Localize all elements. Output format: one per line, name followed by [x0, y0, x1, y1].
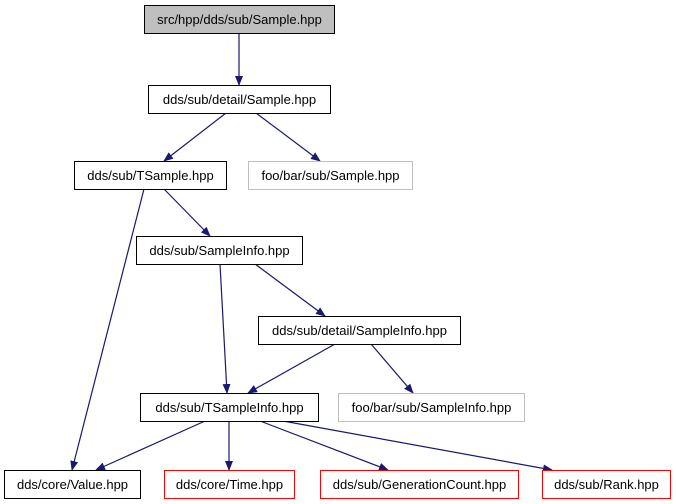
- node-label: dds/sub/Rank.hpp: [554, 477, 659, 492]
- node-box: [4, 470, 141, 499]
- edge-n4-n5: [254, 263, 326, 317]
- node-n8[interactable]: dds/core/Value.hpp: [4, 470, 141, 499]
- node-label: dds/sub/detail/Sample.hpp: [163, 92, 316, 107]
- node-box: [74, 161, 227, 190]
- node-label: dds/sub/TSample.hpp: [87, 168, 213, 183]
- edge-n5-n6: [247, 343, 336, 394]
- node-n1[interactable]: dds/sub/detail/Sample.hpp: [148, 85, 331, 114]
- node-n10[interactable]: dds/sub/GenerationCount.hpp: [320, 470, 519, 499]
- edge-n6-n8: [95, 420, 206, 471]
- edges-layer: [70, 33, 553, 473]
- node-box: [164, 470, 295, 499]
- node-box: [148, 85, 331, 114]
- node-n9[interactable]: dds/core/Time.hpp: [164, 470, 295, 499]
- node-label: dds/sub/GenerationCount.hpp: [333, 477, 506, 492]
- node-label: dds/core/Value.hpp: [17, 477, 128, 492]
- node-n0[interactable]: src/hpp/dds/sub/Sample.hpp: [144, 5, 335, 34]
- node-box: [144, 5, 335, 34]
- edge-n5-n7: [370, 343, 414, 394]
- node-box: [338, 393, 525, 422]
- node-box: [320, 470, 519, 499]
- node-label: dds/sub/SampleInfo.hpp: [149, 243, 289, 258]
- nodes-layer: src/hpp/dds/sub/Sample.hpp dds/sub/detail…: [4, 5, 671, 499]
- node-box: [140, 393, 319, 422]
- edge-n6-n11: [282, 420, 553, 473]
- node-n3[interactable]: foo/bar/sub/Sample.hpp: [248, 161, 413, 190]
- node-label: src/hpp/dds/sub/Sample.hpp: [157, 12, 322, 27]
- node-box: [248, 161, 413, 190]
- edge-n2-n4: [163, 188, 211, 237]
- edge-n2-n8: [70, 188, 145, 471]
- node-label: foo/bar/sub/Sample.hpp: [261, 168, 399, 183]
- node-n2[interactable]: dds/sub/TSample.hpp: [74, 161, 227, 190]
- node-n6[interactable]: dds/sub/TSampleInfo.hpp: [140, 393, 319, 422]
- node-label: dds/sub/detail/SampleInfo.hpp: [272, 323, 447, 338]
- edge-n4-n6: [219, 263, 231, 394]
- node-label: foo/bar/sub/SampleInfo.hpp: [352, 400, 512, 415]
- edge-n1-n2: [163, 112, 227, 162]
- node-label: dds/sub/TSampleInfo.hpp: [155, 400, 303, 415]
- node-label: dds/core/Time.hpp: [176, 477, 283, 492]
- node-box: [542, 470, 671, 499]
- node-box: [258, 316, 461, 345]
- node-n7[interactable]: foo/bar/sub/SampleInfo.hpp: [338, 393, 525, 422]
- node-n11[interactable]: dds/sub/Rank.hpp: [542, 470, 671, 499]
- node-n5[interactable]: dds/sub/detail/SampleInfo.hpp: [258, 316, 461, 345]
- edge-n6-n10: [259, 420, 389, 471]
- node-box: [136, 236, 303, 265]
- node-n4[interactable]: dds/sub/SampleInfo.hpp: [136, 236, 303, 265]
- edge-n1-n3: [255, 112, 321, 162]
